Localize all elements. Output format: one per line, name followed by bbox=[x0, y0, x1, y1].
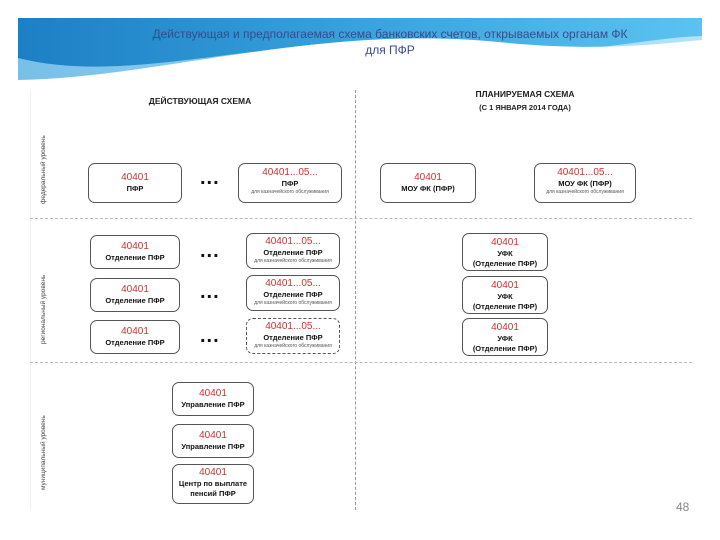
box-label: Отделение ПФР bbox=[105, 338, 165, 347]
account-number: 40401 bbox=[199, 467, 227, 478]
left-border bbox=[30, 90, 31, 510]
box-label: Управление ПФР bbox=[181, 442, 245, 451]
box-ufk-2: 40401 УФК (Отделение ПФР) bbox=[462, 276, 548, 314]
banner-wave-graphic bbox=[18, 18, 702, 82]
box-label: Отделение ПФР bbox=[105, 296, 165, 305]
account-number: 40401...05... bbox=[557, 167, 613, 178]
page-title: Действующая и предполагаемая схема банко… bbox=[152, 27, 628, 57]
account-number: 40401...05... bbox=[262, 167, 318, 178]
box-fed-pfr: 40401 ПФР bbox=[88, 163, 182, 203]
box-mun-2: 40401 Управление ПФР bbox=[172, 424, 254, 458]
account-number: 40401...05... bbox=[265, 321, 321, 332]
account-number: 40401 bbox=[414, 172, 442, 183]
account-number: 40401 bbox=[491, 237, 519, 248]
scheme-divider bbox=[355, 90, 356, 510]
current-scheme-header: ДЕЙСТВУЮЩАЯ СХЕМА bbox=[148, 96, 252, 106]
box-label-2: (Отделение ПФР) bbox=[472, 259, 538, 268]
account-number: 40401 bbox=[121, 284, 149, 295]
account-number: 40401 bbox=[491, 322, 519, 333]
box-label: ПФР bbox=[281, 179, 299, 188]
account-number: 40401 bbox=[199, 430, 227, 441]
box-label: УФК bbox=[497, 292, 513, 301]
box-label-2: (Отделение ПФР) bbox=[472, 344, 538, 353]
box-note: для казначейского обслуживания bbox=[254, 300, 332, 306]
box-fed-mou-05: 40401...05... МОУ ФК (ПФР) для казначейс… bbox=[534, 163, 636, 203]
account-number: 40401...05... bbox=[265, 236, 321, 247]
account-number: 40401 bbox=[491, 280, 519, 291]
box-mun-3: 40401 Центр по выплате пенсий ПФР bbox=[172, 464, 254, 504]
ellipsis-reg-3: ... bbox=[200, 325, 220, 347]
box-reg-2: 40401 Отделение ПФР bbox=[90, 278, 180, 312]
box-label: МОУ ФК (ПФР) bbox=[401, 184, 455, 193]
account-number: 40401 bbox=[121, 241, 149, 252]
ellipsis-fed: ... bbox=[200, 167, 220, 189]
level-label-federal: федеральный уровень bbox=[40, 135, 47, 204]
box-fed-mou: 40401 МОУ ФК (ПФР) bbox=[380, 163, 476, 203]
box-label-2: пенсий ПФР bbox=[190, 489, 236, 498]
box-reg-1-05: 40401...05... Отделение ПФР для казначей… bbox=[246, 233, 340, 269]
box-mun-1: 40401 Управление ПФР bbox=[172, 382, 254, 416]
level-label-regional: региональный уровень bbox=[40, 274, 47, 344]
box-note: для казначейского обслуживания bbox=[254, 258, 332, 264]
box-ufk-1: 40401 УФК (Отделение ПФР) bbox=[462, 233, 548, 271]
box-label: МОУ ФК (ПФР) bbox=[558, 179, 612, 188]
ellipsis-reg-1: ... bbox=[200, 240, 220, 262]
box-label: Отделение ПФР bbox=[263, 333, 323, 342]
ellipsis-reg-2: ... bbox=[200, 281, 220, 303]
account-number: 40401...05... bbox=[265, 278, 321, 289]
account-number: 40401 bbox=[121, 172, 149, 183]
box-reg-2-05: 40401...05... Отделение ПФР для казначей… bbox=[246, 275, 340, 311]
account-number: 40401 bbox=[199, 388, 227, 399]
planned-scheme-title: ПЛАНИРУЕМАЯ СХЕМА bbox=[475, 89, 575, 99]
box-note: для казначейского обслуживания bbox=[254, 343, 332, 349]
box-label: УФК bbox=[497, 334, 513, 343]
account-number: 40401 bbox=[121, 326, 149, 337]
box-label: Центр по выплате bbox=[178, 479, 248, 488]
box-fed-pfr-05: 40401...05... ПФР для казначейского обсл… bbox=[238, 163, 342, 203]
box-label-2: (Отделение ПФР) bbox=[472, 302, 538, 311]
box-label: Отделение ПФР bbox=[263, 248, 323, 257]
box-label: Управление ПФР bbox=[181, 400, 245, 409]
box-note: для казначейского обслуживания bbox=[251, 189, 329, 195]
box-label: УФК bbox=[497, 249, 513, 258]
level-divider-1 bbox=[30, 218, 692, 219]
box-ufk-3: 40401 УФК (Отделение ПФР) bbox=[462, 318, 548, 356]
level-label-municipal: муниципальный уровень bbox=[40, 415, 47, 490]
planned-scheme-subtitle: (С 1 ЯНВАРЯ 2014 ГОДА) bbox=[479, 103, 571, 112]
box-label: Отделение ПФР bbox=[263, 290, 323, 299]
box-note: для казначейского обслуживания bbox=[546, 189, 624, 195]
page-number: 48 bbox=[676, 500, 690, 514]
box-reg-1: 40401 Отделение ПФР bbox=[90, 235, 180, 269]
box-reg-3-05: 40401...05... Отделение ПФР для казначей… bbox=[246, 318, 340, 354]
box-label: ПФР bbox=[126, 184, 144, 193]
box-reg-3: 40401 Отделение ПФР bbox=[90, 320, 180, 354]
level-divider-2 bbox=[30, 362, 692, 363]
box-label: Отделение ПФР bbox=[105, 253, 165, 262]
planned-scheme-header: ПЛАНИРУЕМАЯ СХЕМА (С 1 ЯНВАРЯ 2014 ГОДА) bbox=[420, 88, 630, 114]
header-banner: Действующая и предполагаемая схема банко… bbox=[18, 18, 702, 82]
